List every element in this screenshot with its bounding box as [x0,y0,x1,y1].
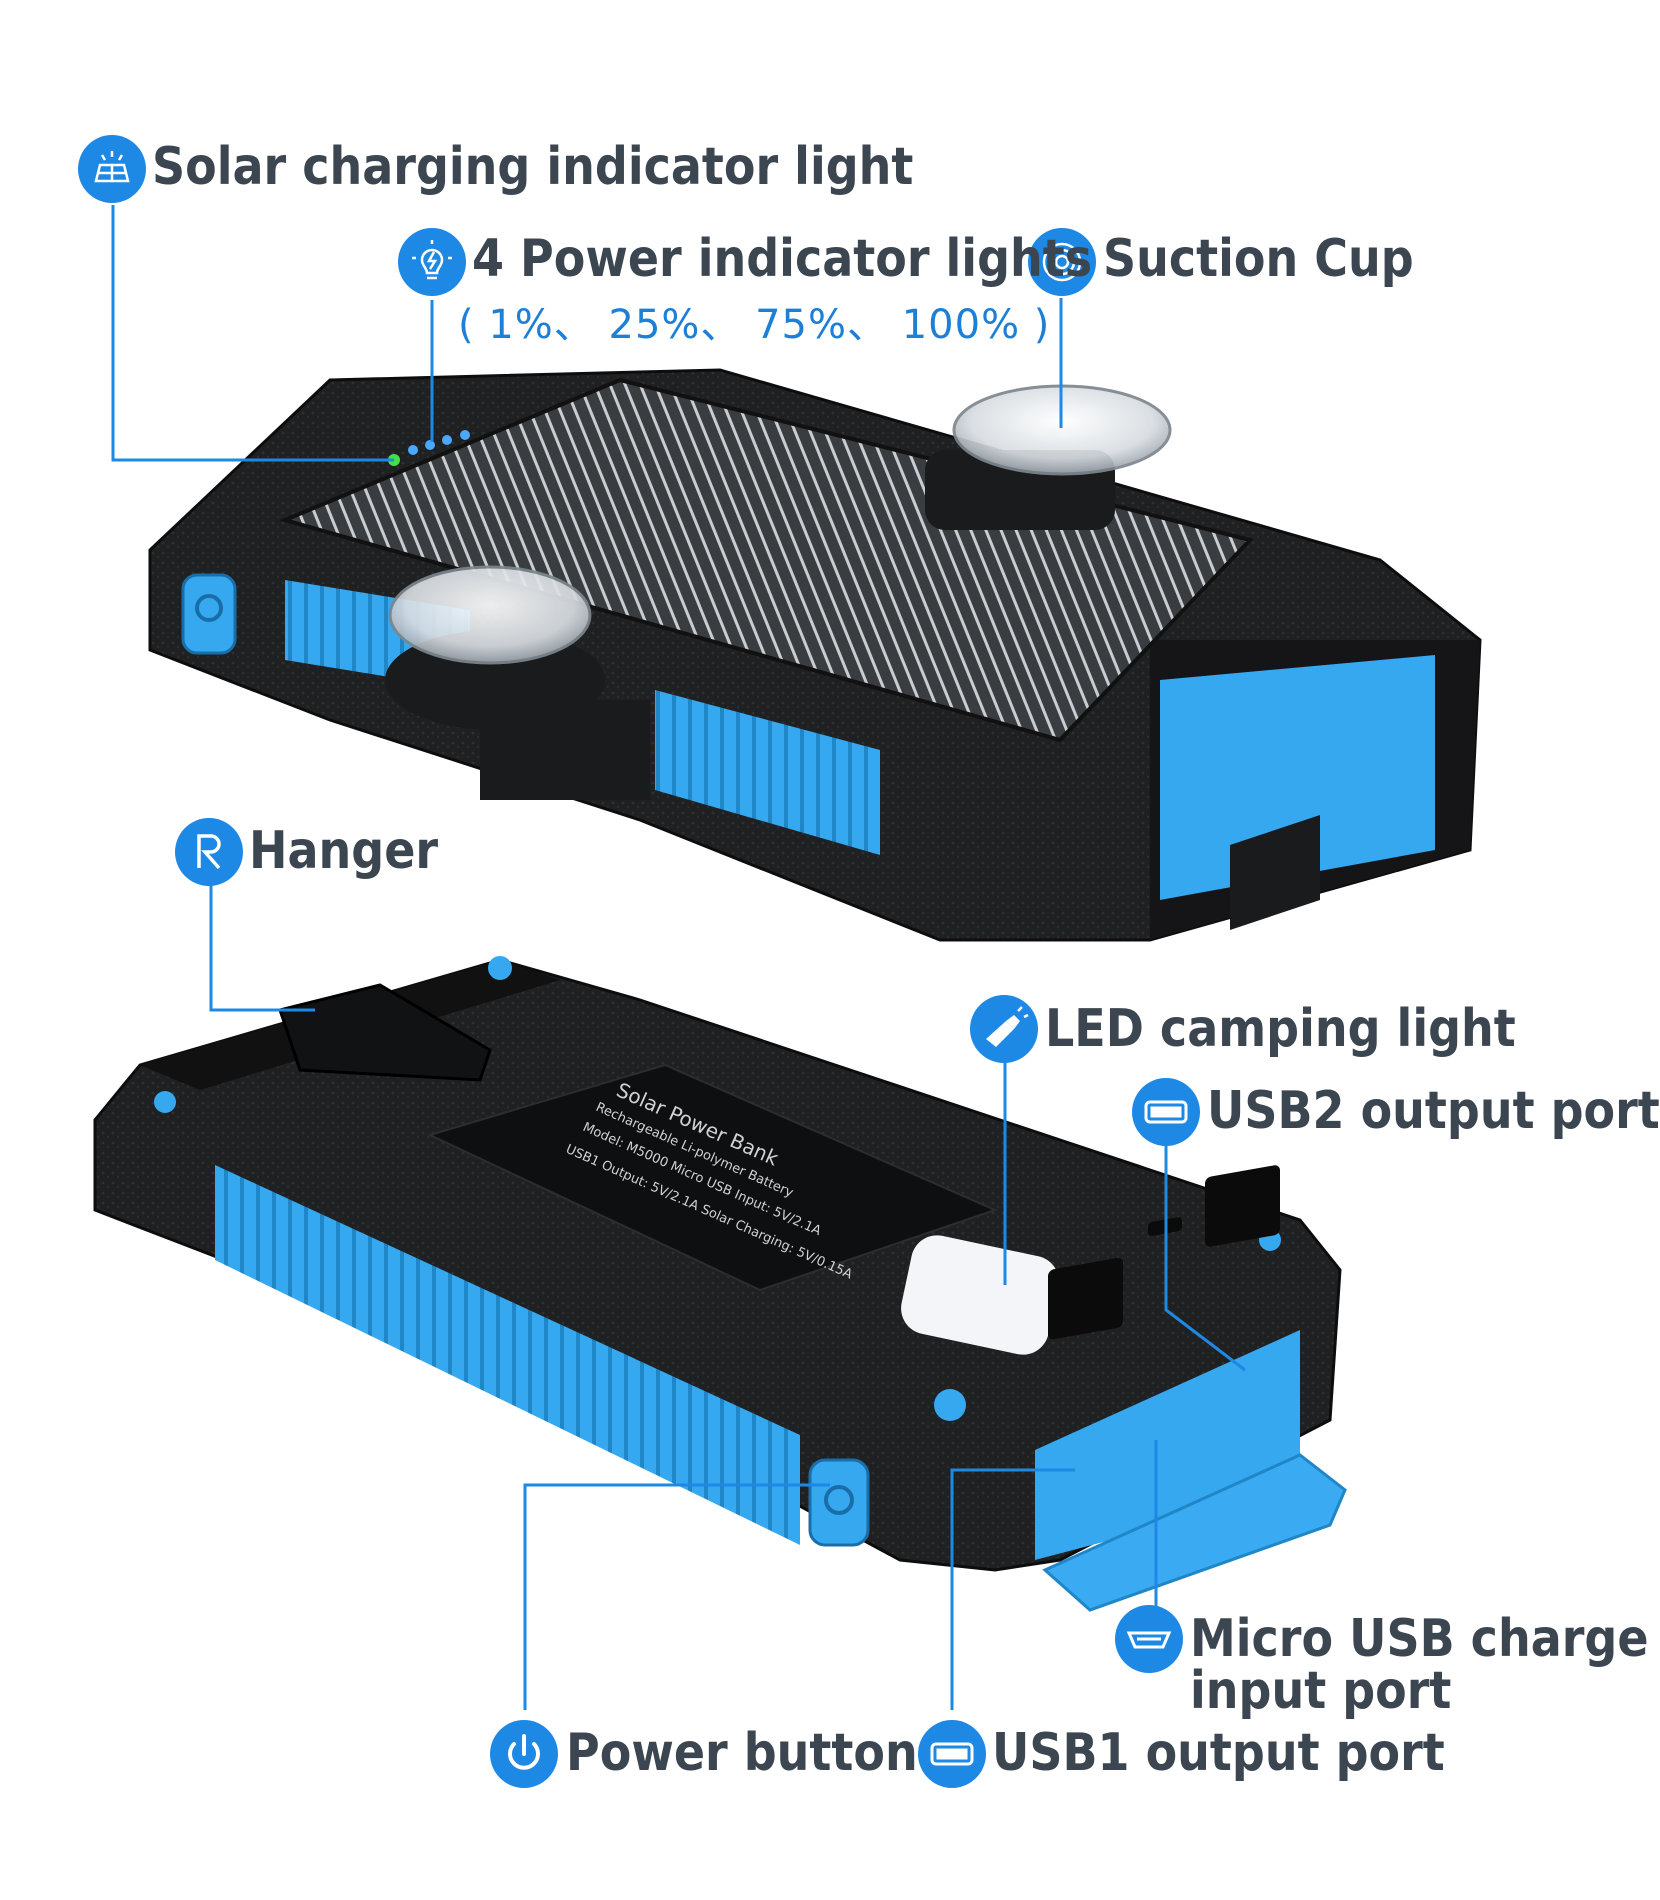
blue-side-band-middle [655,690,880,855]
bottom-view-device: Solar Power Bank Rechargeable Li-polymer… [93,956,1347,1612]
leader-lines [111,205,1246,1710]
top-view-device [148,368,1482,942]
top-power-button [181,573,237,655]
suction-cup-front [388,565,592,665]
solar-panel-icon [78,135,146,203]
suction-cup-label: Suction Cup [1103,227,1414,289]
usb2-label: USB2 output port [1207,1079,1660,1141]
power-led-3 [442,435,452,445]
usb1-label: USB1 output port [992,1721,1445,1783]
led-light-label: LED camping light [1045,997,1516,1059]
power-indicator-levels: ( 1%、 25%、 75%、 100% ) [458,302,1051,348]
led-camping-light [901,1235,1059,1355]
blue-side-band-right [1160,655,1435,900]
product-diagram: Solar Power Bank Rechargeable Li-polymer… [78,135,1660,1788]
usb-port-icon [1132,1078,1200,1146]
flashlight-icon [970,995,1038,1063]
leader-hanger [209,885,315,1012]
micro-usb-icon [1115,1605,1183,1673]
micro-usb-label-line2: input port [1190,1659,1452,1721]
power-icon [490,1720,558,1788]
lightbulb-icon [398,228,466,296]
blue-side-band-long [215,1165,800,1545]
power-led-2 [425,440,435,450]
rubber-port-flap [1042,1453,1347,1612]
hanger-icon [175,818,243,886]
usb1-port [1048,1257,1123,1340]
power-bank-illustration: Solar Power Bank Rechargeable Li-polymer… [93,205,1482,1710]
usb-port-icon [918,1720,986,1788]
leader-usb1 [950,1468,1075,1710]
power-led-1 [408,445,418,455]
suction-cup-icon [1028,228,1096,296]
power-led-4 [460,430,470,440]
power-button-label: Power button [566,1721,918,1783]
leader-solar-indicator [111,205,394,462]
hanger-clip [278,983,492,1082]
leader-usb2 [1164,1145,1246,1372]
usb2-port [1205,1165,1280,1247]
leader-power-button [523,1483,830,1710]
power-indicators-label: 4 Power indicator lights [472,227,1093,289]
solar-indicator-label: Solar charging indicator light [152,135,914,197]
hanger-label: Hanger [249,819,439,881]
product-label-plate [427,1063,998,1292]
solar-panel [278,377,1254,743]
bottom-power-button [808,1458,870,1547]
micro-usb-label-line1: Micro USB charge [1190,1607,1649,1669]
